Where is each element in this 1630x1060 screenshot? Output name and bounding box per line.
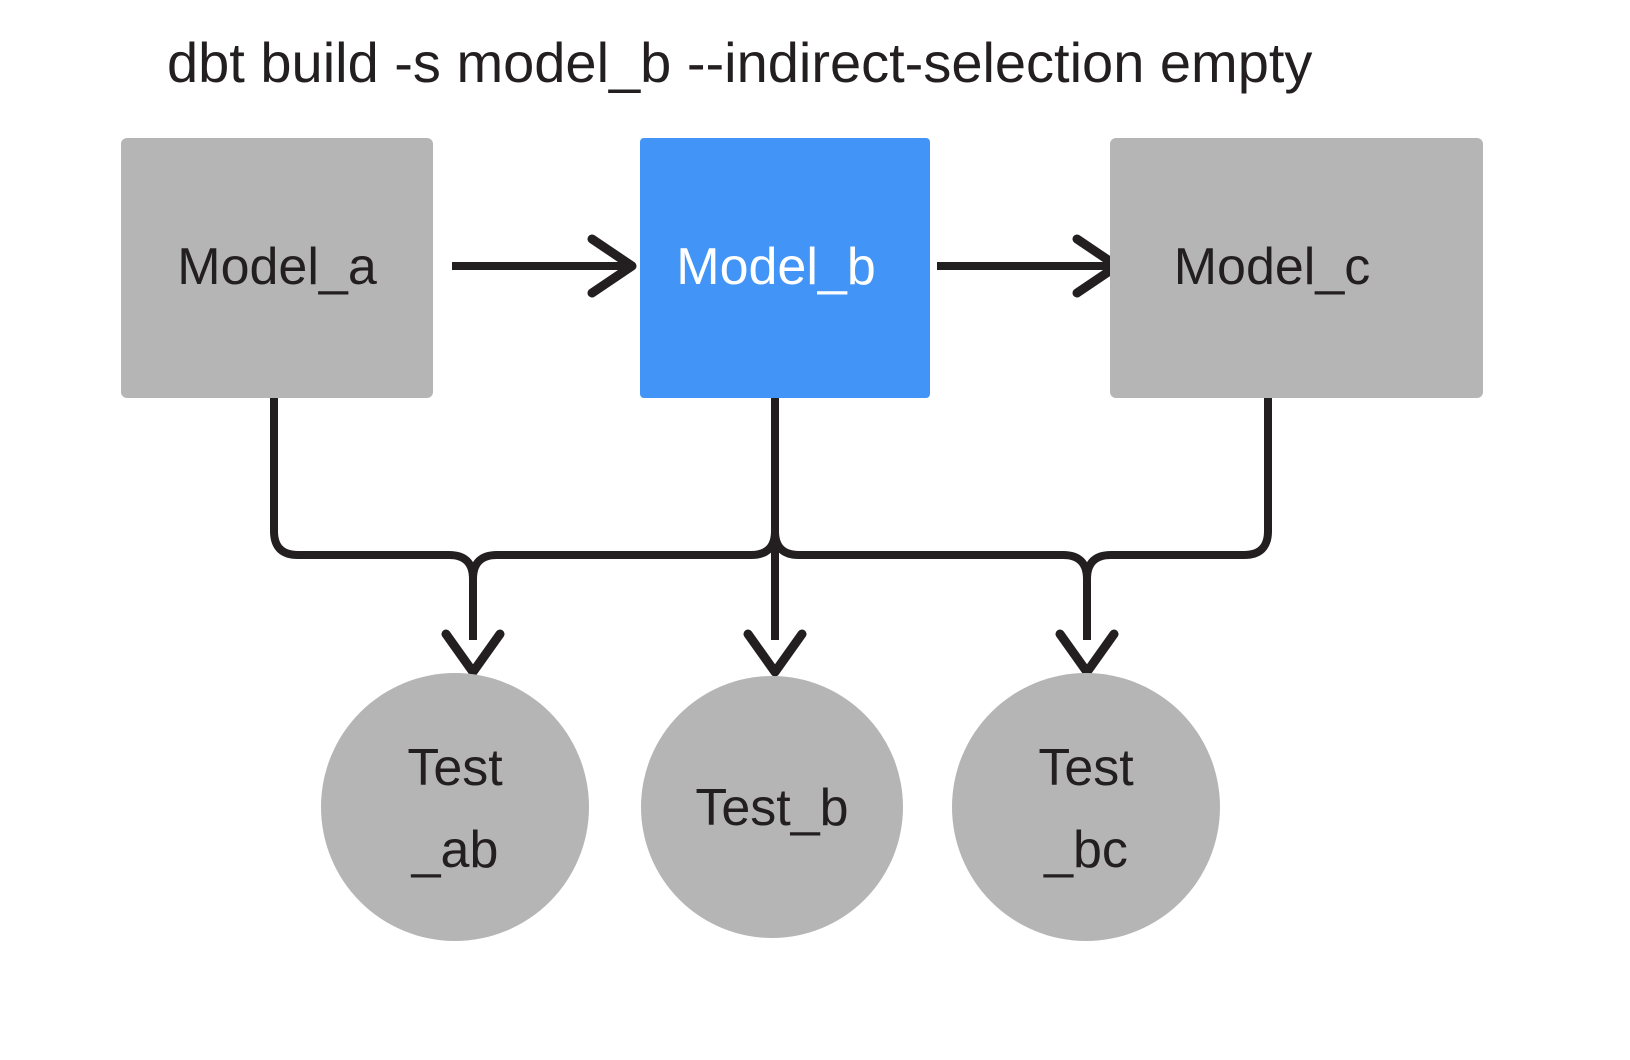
arrowhead-into-test-bc (1055, 629, 1119, 677)
node-test-b-label-line1: Test_b (695, 779, 848, 837)
edge-model-b-to-model-c (937, 234, 1122, 298)
edge-model-a-to-model-b (452, 234, 637, 298)
node-model-b[interactable]: Model_b (640, 138, 930, 398)
node-model-c-label: Model_c (1174, 238, 1371, 296)
node-test-bc-label-line2: _bc (1043, 821, 1128, 879)
edge-model-b-to-test-bc (771, 398, 1091, 640)
node-test-b[interactable]: Test_b (641, 676, 903, 938)
arrowhead-into-test-b (743, 629, 807, 677)
node-test-ab-label-line1: Test (407, 739, 503, 797)
edge-model-a-to-test-ab (270, 398, 477, 640)
arrowhead-into-test-ab (441, 629, 505, 677)
node-model-b-label: Model_b (676, 238, 875, 296)
node-test-bc-label-line1: Test (1038, 739, 1134, 797)
node-model-c[interactable]: Model_c (1110, 138, 1483, 398)
node-model-a[interactable]: Model_a (121, 138, 433, 398)
node-model-a-label: Model_a (177, 238, 377, 296)
edge-model-b-to-test-ab (469, 398, 779, 640)
edge-model-c-to-test-bc (1083, 398, 1272, 640)
page-title: dbt build -s model_b --indirect-selectio… (167, 31, 1312, 94)
node-test-ab-label-line2: _ab (411, 821, 499, 879)
node-test-bc[interactable]: Test _bc (952, 673, 1220, 941)
node-test-ab[interactable]: Test _ab (321, 673, 589, 941)
